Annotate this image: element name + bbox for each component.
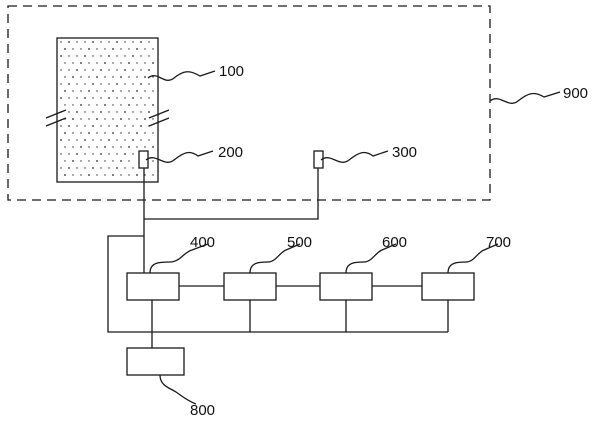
label-400: 400: [190, 234, 215, 251]
leader-900: [489, 91, 561, 104]
module-700: [421, 272, 475, 301]
label-700: 700: [486, 234, 511, 251]
leader-700: [447, 243, 499, 274]
wire-loop-left: [107, 235, 152, 333]
label-600: 600: [382, 234, 407, 251]
label-300: 300: [392, 144, 417, 161]
leader-800: [159, 374, 197, 405]
label-500: 500: [287, 234, 312, 251]
leader-200: [145, 150, 214, 163]
module-800: [126, 347, 185, 376]
module-400: [126, 272, 180, 301]
panel-100-texture: [60, 41, 154, 176]
enclosure-900-dashed-box: [7, 5, 491, 201]
module-500: [223, 272, 277, 301]
label-100: 100: [219, 63, 244, 80]
label-200: 200: [218, 144, 243, 161]
label-900: 900: [563, 85, 588, 102]
leader-100: [147, 70, 216, 81]
label-800: 800: [190, 402, 215, 419]
wire-300-to-trunk: [144, 168, 319, 220]
module-600: [319, 272, 373, 301]
panel-right-break-mark: [148, 109, 170, 127]
leader-300: [320, 150, 389, 163]
leader-500: [249, 243, 301, 274]
panel-100: [45, 37, 170, 183]
leader-600: [345, 243, 397, 274]
leader-400: [149, 243, 209, 274]
bus-bottom: [152, 300, 449, 333]
panel-left-break-mark: [45, 109, 67, 127]
